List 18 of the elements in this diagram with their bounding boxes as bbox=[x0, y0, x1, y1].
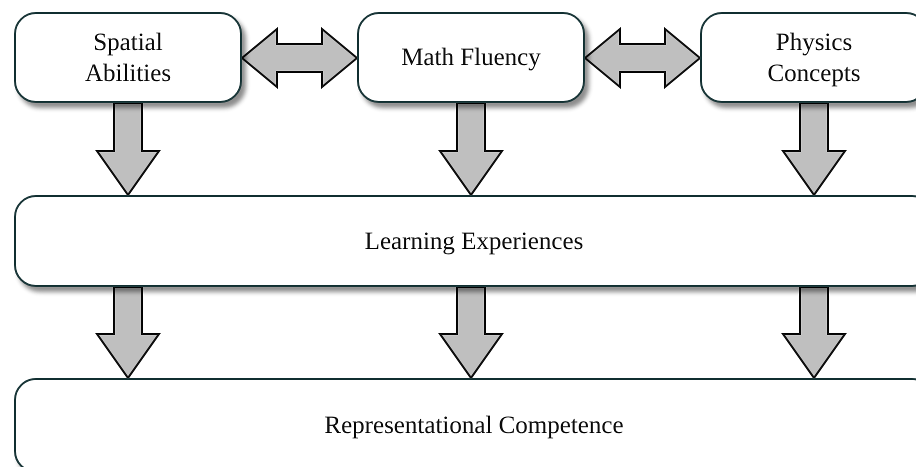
rounded-box bbox=[14, 12, 242, 103]
rounded-box bbox=[14, 378, 916, 467]
block-arrow bbox=[95, 102, 161, 197]
box-label: Math Fluency bbox=[401, 43, 541, 73]
block-arrow bbox=[781, 102, 847, 197]
rounded-box bbox=[357, 12, 585, 103]
rounded-box bbox=[700, 12, 916, 103]
block-arrow bbox=[438, 102, 504, 197]
box-label: Representational Competence bbox=[324, 411, 624, 441]
block-arrow bbox=[438, 286, 504, 380]
rounded-box bbox=[14, 195, 916, 287]
block-arrow bbox=[583, 26, 702, 90]
block-arrow bbox=[781, 286, 847, 380]
box-label: Learning Experiences bbox=[364, 226, 584, 256]
box-label: Physics Concepts bbox=[766, 28, 862, 88]
block-arrow bbox=[240, 26, 359, 90]
block-arrow bbox=[95, 286, 161, 380]
box-label: Spatial Abilities bbox=[84, 28, 172, 88]
